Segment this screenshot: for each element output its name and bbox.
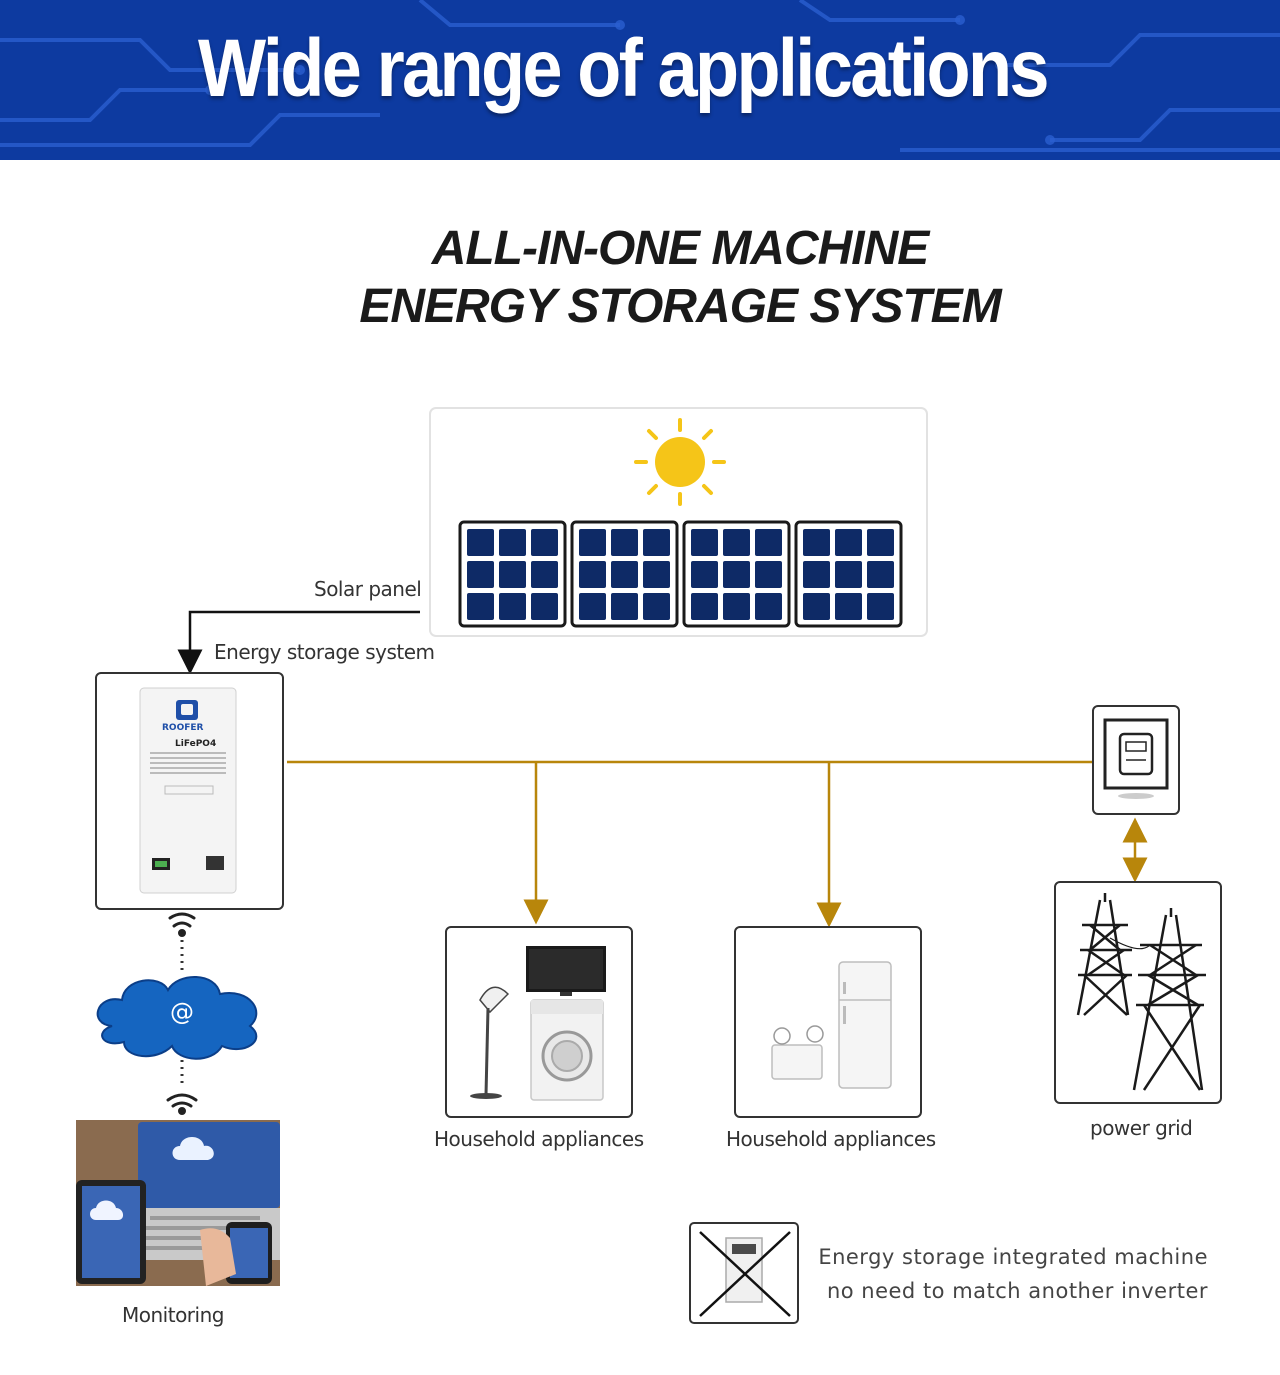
floor-lamp-icon [470,986,510,1099]
solar-cell [867,593,894,620]
solar-cell [867,561,894,588]
note-line-2: no need to match another inverter [826,1279,1208,1303]
solar-cell [755,593,782,620]
banner-title: Wide range of applications [198,23,1050,114]
solar-cell [643,593,670,620]
appliances-box-2 [734,926,922,1118]
sun-icon [634,418,726,506]
solar-cell [803,529,830,556]
note-text: Energy storage integrated machine no nee… [810,1240,1208,1308]
solar-cell [723,529,750,556]
solar-cell [467,593,494,620]
solar-cell [803,593,830,620]
solar-cell [611,529,638,556]
solar-cell [643,561,670,588]
solar-cell [691,529,718,556]
usb-port [206,856,224,870]
washing-machine-icon [530,999,604,1101]
refrigerator-icon [838,961,892,1089]
solar-cell [867,529,894,556]
solar-cell [835,593,862,620]
wifi-icon-bottom [166,1093,198,1115]
solar-cell [755,561,782,588]
solar-cell [691,593,718,620]
energy-storage-label: Energy storage system [214,640,435,664]
solar-cell [499,529,526,556]
solar-arrow [177,610,420,675]
monitoring-label: Monitoring [122,1303,224,1327]
power-grid-label: power grid [1090,1116,1193,1140]
circuit-pattern [0,0,1280,152]
inverter-crossed-icon [699,1231,791,1317]
solar-cell [579,561,606,588]
tv-icon [526,946,606,996]
top-banner: Wide range of applications [0,0,1280,160]
solar-cell [499,593,526,620]
device-brand: ROOFER [162,723,204,733]
solar-cell [611,561,638,588]
storage-unit [139,687,237,894]
heading-line-1: ALL-IN-ONE MACHINE [431,222,930,275]
solar-cell [531,529,558,556]
note-line-1: Energy storage integrated machine [818,1245,1208,1269]
monitoring-devices-image [76,1120,280,1286]
solar-cell [691,561,718,588]
solar-cell [467,529,494,556]
transmission-tower-icon [1076,893,1206,1091]
solar-cell [835,529,862,556]
solar-cell [643,529,670,556]
solar-cell [579,529,606,556]
solar-cell [531,593,558,620]
solar-cell [499,561,526,588]
solar-cell [467,561,494,588]
solar-cell [531,561,558,588]
cloud-symbol: @ [170,998,194,1026]
coffee-machine-icon [771,1025,824,1080]
device-chemistry: LiFePO4 [175,739,217,749]
household-appliances-label-1: Household appliances [434,1127,644,1151]
electric-meter-icon [1103,718,1169,799]
solar-cell [835,561,862,588]
solar-cell [579,593,606,620]
solar-cell [723,593,750,620]
wifi-icon-top [168,912,196,937]
solar-panels [458,520,903,628]
cloud-icon [96,976,258,1060]
solar-cell [803,561,830,588]
heading-line-2: ENERGY STORAGE SYSTEM [359,280,1001,333]
solar-cell [723,561,750,588]
solar-cell [755,529,782,556]
solar-panel-label: Solar panel [314,577,422,601]
household-appliances-label-2: Household appliances [726,1127,936,1151]
solar-cell [611,593,638,620]
